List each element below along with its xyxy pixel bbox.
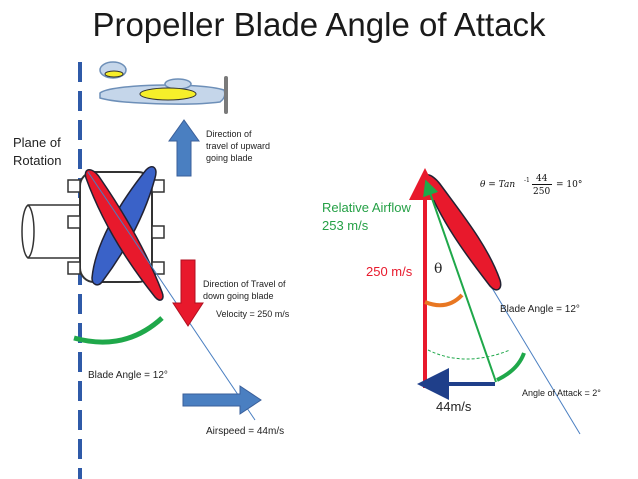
downward-direction-label-2: down going blade	[203, 291, 274, 301]
page-title: Propeller Blade Angle of Attack	[92, 6, 546, 43]
downward-direction-label-1: Direction of Travel of	[203, 279, 286, 289]
relative-airflow-label-1: Relative Airflow	[322, 200, 411, 215]
vector-diagram	[409, 168, 581, 435]
formula-denominator: 250	[533, 187, 551, 197]
airspeed-vector-label: 44m/s	[436, 399, 472, 414]
left-blade-angle-arc	[73, 316, 164, 345]
formula-fraction-bar	[532, 184, 552, 185]
formula-lhs: θ = Tan	[480, 180, 516, 190]
downward-direction-arrow	[172, 259, 204, 327]
aircraft-icon	[99, 61, 228, 114]
angle-of-attack-arc	[496, 352, 526, 382]
relative-airflow-label-2: 253 m/s	[322, 218, 369, 233]
formula-exponent: -1	[524, 177, 530, 184]
rotational-speed-label: 250 m/s	[366, 264, 413, 279]
velocity-label: Velocity = 250 m/s	[216, 309, 290, 319]
angle-of-attack-label: Angle of Attack = 2°	[522, 388, 601, 398]
airspeed-arrow	[182, 385, 262, 415]
relative-airflow-vector	[423, 179, 497, 383]
formula-numerator: 44	[536, 174, 548, 184]
formula-result: = 10°	[556, 180, 583, 190]
upward-direction-arrow	[168, 119, 200, 177]
upward-direction-label-3: going blade	[206, 153, 253, 163]
upward-direction-label-2: travel of upward	[206, 141, 271, 151]
theta-label: θ	[434, 261, 443, 277]
plane-of-rotation-label-2: Rotation	[13, 153, 62, 168]
left-blade-chord-line	[87, 171, 256, 421]
downgoing-blade	[84, 169, 164, 301]
blade-angle-right-label: Blade Angle = 12°	[500, 304, 580, 315]
airspeed-label: Airspeed = 44m/s	[206, 426, 285, 437]
blade-angle-left-label: Blade Angle = 12°	[88, 370, 168, 381]
plane-of-rotation-label-1: Plane of	[13, 135, 61, 150]
theta-arc	[424, 293, 464, 308]
upward-direction-label-1: Direction of	[206, 129, 252, 139]
